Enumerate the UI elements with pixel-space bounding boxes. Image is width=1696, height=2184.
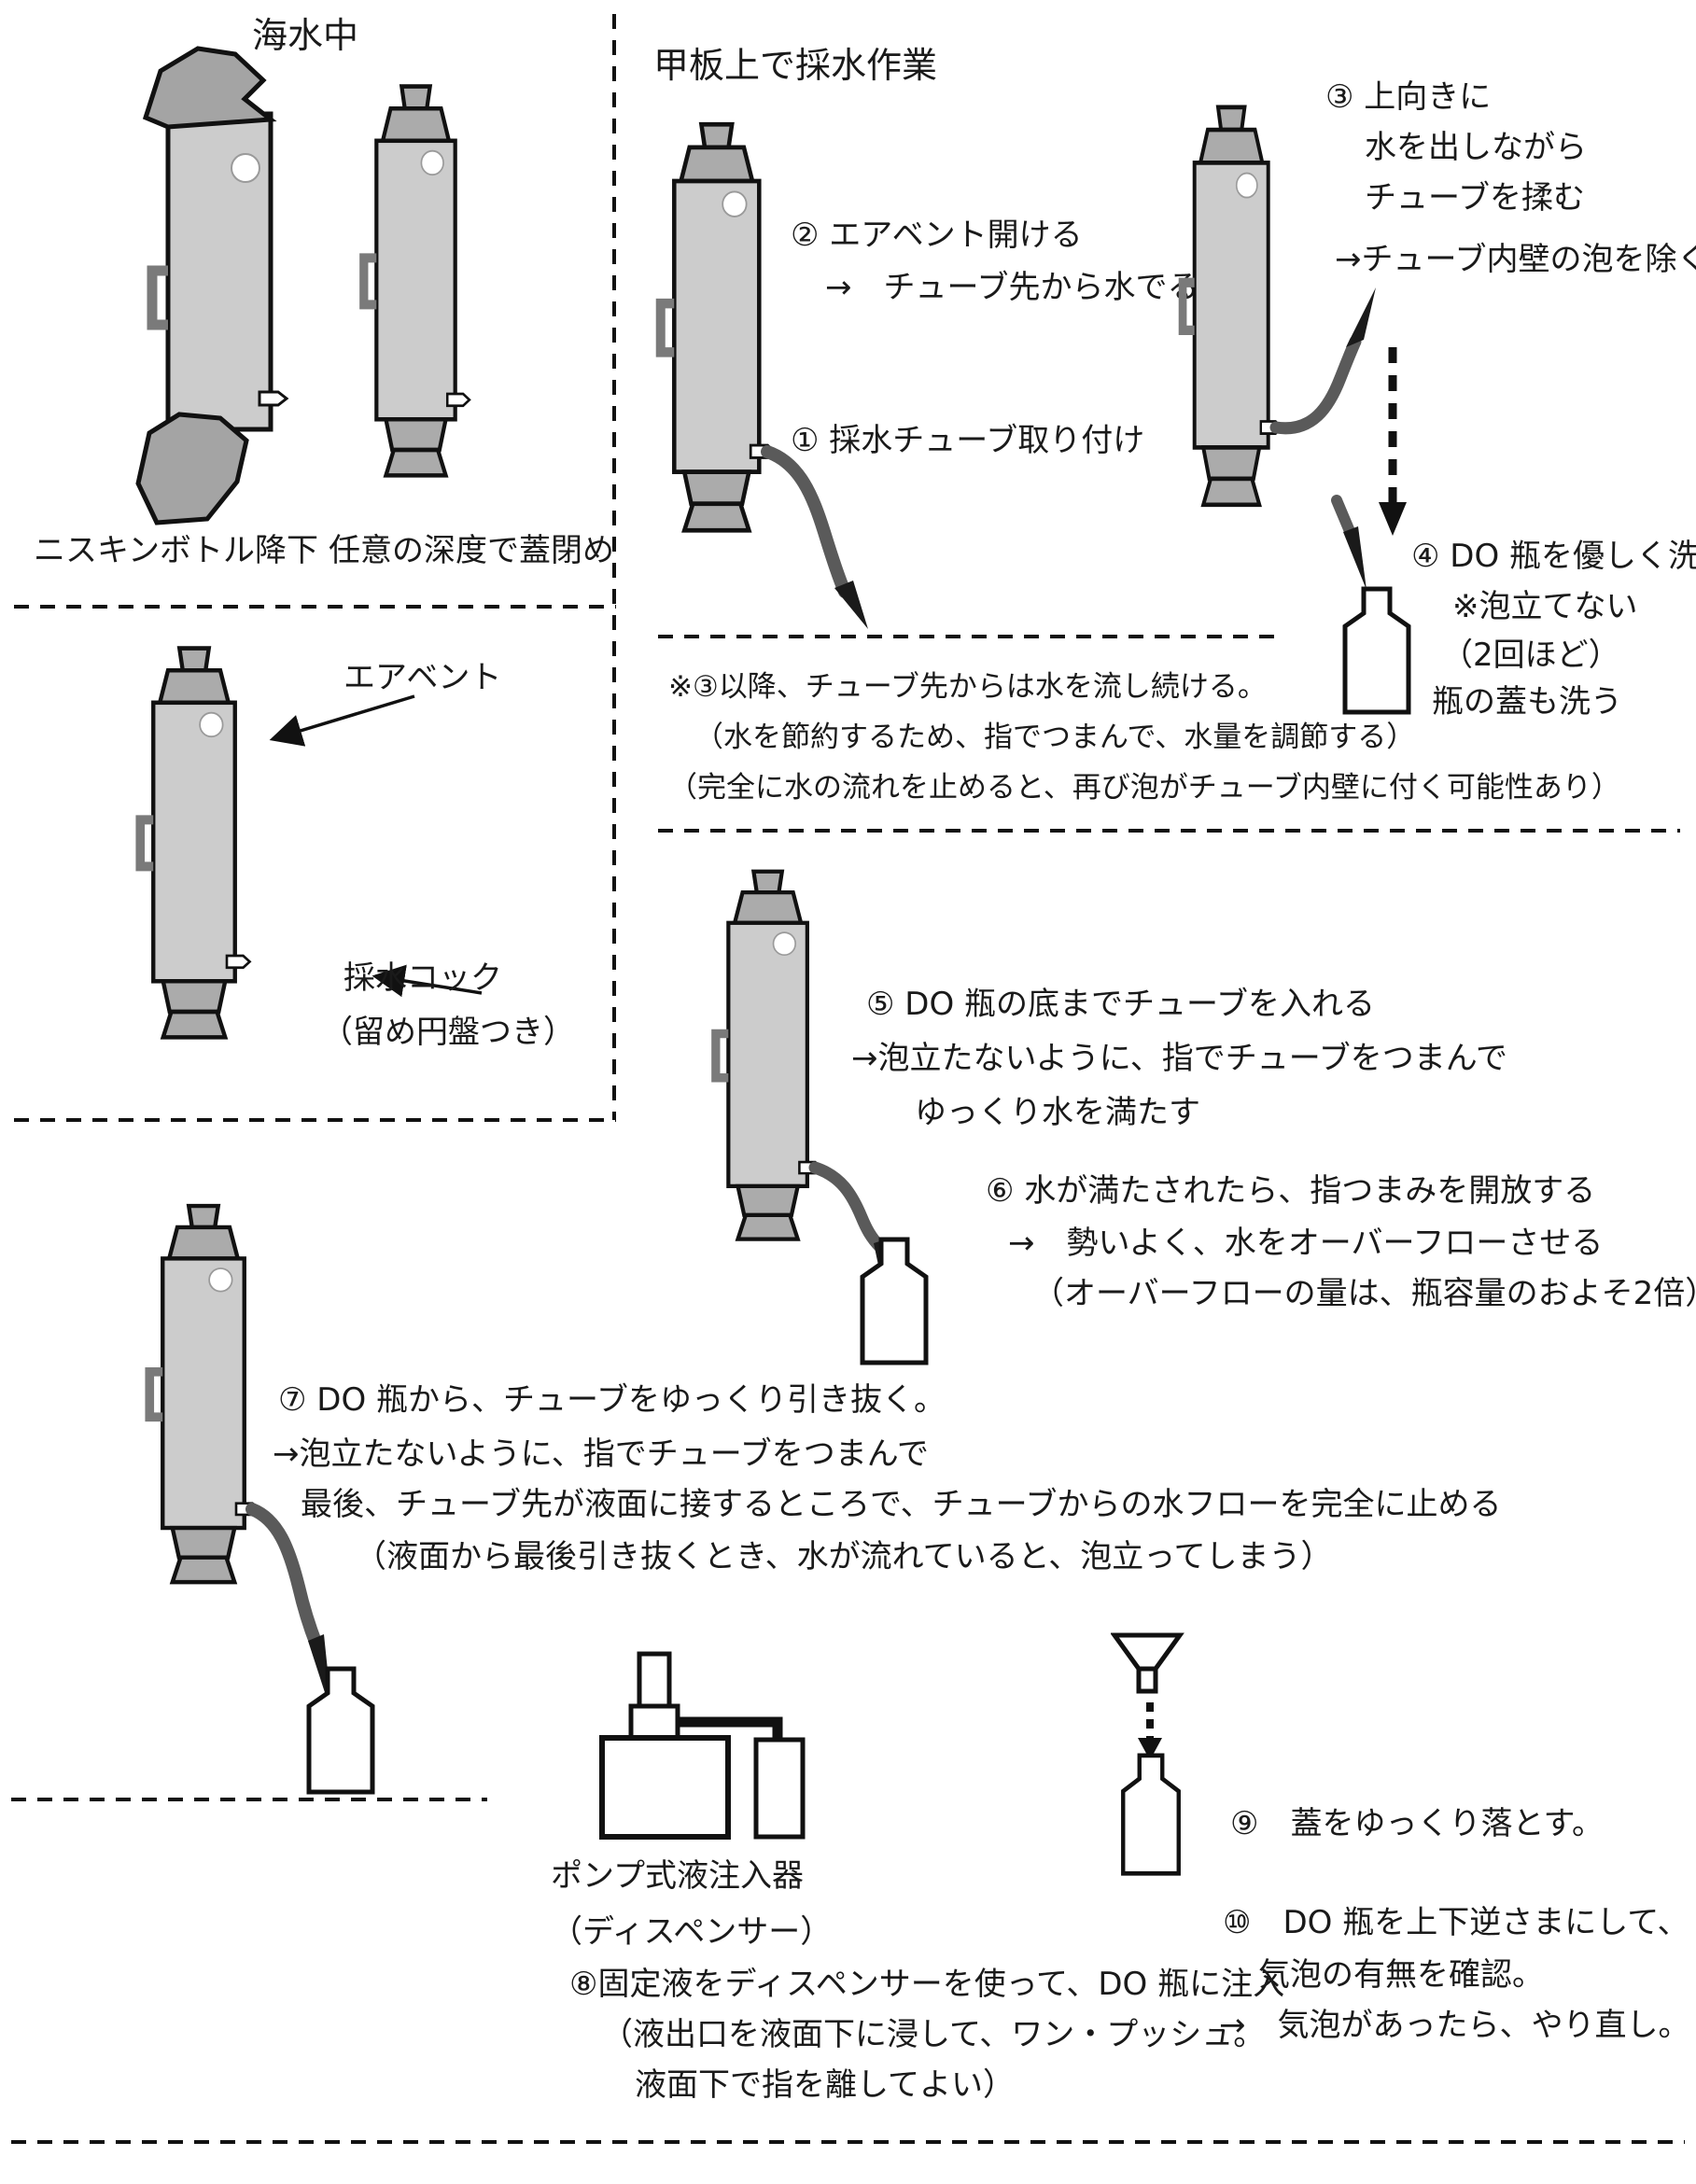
step-7-line-2: →泡立たないように、指でチューブをつまんで [273, 1435, 930, 1473]
step-2-line-2: → チューブ先から水でる [825, 269, 1199, 306]
sampling-cock [258, 390, 289, 407]
step-8-line-1: ⑧固定液をディスペンサーを使って、DO 瓶に注入 [569, 1966, 1285, 2003]
niskin-bottle-open-illustration [135, 46, 289, 525]
sampling-tube [761, 445, 851, 598]
step-2-line-1: ② エアベント開ける [791, 217, 1083, 254]
step-3-line-4: →チューブ内壁の泡を除く [1335, 241, 1696, 278]
open-bottom-cap [135, 412, 249, 525]
step-4-line-3: （2回ほど） [1441, 637, 1620, 674]
niskin-withdraw-tube-illustration [138, 1193, 399, 1809]
step-7-line-1: ⑦ DO 瓶から、チューブをゆっくり引き抜く。 [278, 1381, 946, 1419]
do-bottle-icon [1118, 1753, 1184, 1878]
dispenser-body [599, 1735, 731, 1840]
note-line-1: ※③以降、チューブ先からは水を流し続ける。 [668, 670, 1267, 704]
step-4-line-1: ④ DO 瓶を優しく洗う [1411, 538, 1696, 575]
air-vent-label: エアベント [343, 659, 502, 696]
niskin-with-tube-illustration [649, 110, 868, 629]
sampling-cock-arrow-icon [371, 964, 483, 998]
step-8-line-3: 液面下で指を離してよい） [635, 2066, 1015, 2104]
note-line-3: （完全に水の流れを止めると、再び泡がチューブ内壁に付く可能性あり） [668, 771, 1620, 805]
divider-note-bottom [658, 829, 1680, 833]
pump-collar [628, 1703, 680, 1741]
air-vent-arrow-icon [269, 694, 415, 747]
sampling-tube [808, 1161, 887, 1253]
drop-arrow-icon [1138, 1702, 1162, 1760]
dispenser-arm [678, 1716, 783, 1742]
step-3-line-2: 水を出しながら [1365, 129, 1587, 166]
divider-page-bottom [11, 2140, 1685, 2144]
step-1-label: ① 採水チューブ取り付け [791, 422, 1145, 459]
divider-vent-detail-bottom [14, 1118, 616, 1122]
dispenser-label-1: ポンプ式液注入器 [551, 1857, 804, 1895]
caption-close-lid: 任意の深度で蓋閉め [329, 532, 614, 569]
step-10-line-2: 気泡の有無を確認。 [1258, 1956, 1544, 1994]
reagent-bottle [753, 1737, 806, 1840]
step-3-line-3: チューブを揉む [1365, 179, 1585, 217]
step-6-line-2: → 勢いよく、水をオーバーフローさせる [1008, 1225, 1604, 1262]
sampling-cock-label: 採水コック [343, 959, 502, 997]
divider-deck-bottom [658, 635, 1281, 638]
tube-tip [834, 581, 868, 629]
do-bottle-icon [309, 1669, 372, 1792]
move-down-arrowhead [1379, 502, 1407, 536]
note-line-2: （水を節約するため、指でつまんで、水量を調節する） [694, 721, 1416, 754]
pump-plunger [637, 1651, 672, 1709]
step-5-line-3: ゆっくり水を満たす [915, 1094, 1200, 1131]
niskin-tube-washing-illustration [1172, 93, 1443, 737]
do-bottle-icon [1345, 589, 1409, 712]
tube-tip-up [1346, 287, 1376, 347]
tube-tip-down [1343, 526, 1367, 590]
bottle-cap-funnel-icon [1111, 1632, 1184, 1694]
do-bottle-icon [862, 1239, 926, 1363]
niskin-bottle-detail-illustration [129, 635, 259, 1059]
step-6-line-3: （オーバーフローの量は、瓶容量のおよそ2倍） [1032, 1275, 1696, 1312]
divider-vertical-left [612, 14, 616, 1120]
bottle-handle [147, 265, 168, 330]
step-5-line-2: →泡立たないように、指でチューブをつまんで [851, 1040, 1508, 1077]
divider-withdraw-bottom [11, 1798, 487, 1801]
deck-title: 甲板上で採水作業 [653, 45, 938, 86]
sampling-tube [245, 1503, 323, 1651]
caption-niskin-drop: ニスキンボトル降下 [34, 532, 318, 569]
step-8-line-2: （液出口を液面下に浸して、ワン・プッシュ。 [601, 2016, 1266, 2053]
sampling-cock-sublabel: （留め円盤つき） [321, 1014, 575, 1051]
sampling-tube-up [1269, 335, 1362, 435]
step-3-line-1: ③ 上向きに [1325, 78, 1492, 116]
divider-seawater-bottom [14, 605, 616, 609]
step-7-line-4: （液面から最後引き抜くとき、水が流れていると、泡立ってしまう） [355, 1538, 1333, 1575]
step-4-line-2: ※泡立てない [1452, 588, 1638, 625]
step-4-line-4: 瓶の蓋も洗う [1432, 683, 1622, 721]
step-6-line-1: ⑥ 水が満たされたら、指つまみを開放する [986, 1172, 1596, 1210]
niskin-bottle-closed-illustration [353, 73, 479, 497]
step-9-label: ⑨ 蓋をゆっくり落とす。 [1230, 1805, 1605, 1842]
step-5-line-1: ⑤ DO 瓶の底までチューブを入れる [866, 986, 1375, 1023]
seawater-title: 海水中 [252, 15, 359, 56]
step-7-line-3: 最後、チューブ先が液面に接するところで、チューブからの水フローを完全に止める [301, 1486, 1502, 1523]
dispenser-illustration [599, 1651, 806, 1840]
step-10-line-3: → 気泡があったら、やり直し。 [1219, 2007, 1690, 2044]
niskin-filling-do-bottle-illustration [705, 859, 966, 1400]
open-top-cap [142, 46, 277, 130]
air-vent-circle [231, 153, 260, 183]
dispenser-label-2: （ディスペンサー） [551, 1913, 833, 1951]
step-10-line-1: ⑩ DO 瓶を上下逆さまにして、 [1223, 1904, 1689, 1941]
